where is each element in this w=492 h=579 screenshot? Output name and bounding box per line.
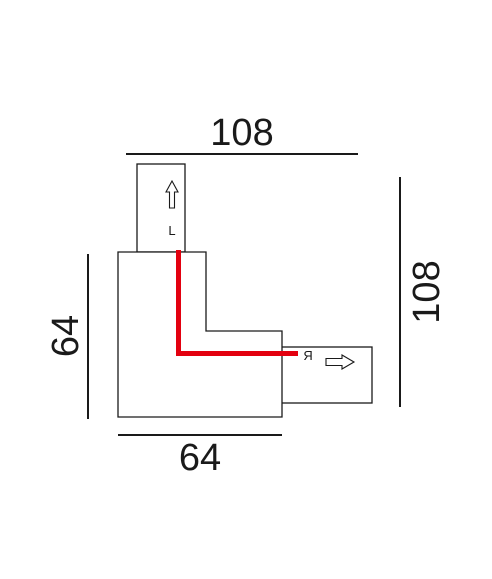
- bottom-dimension-label: 64: [179, 437, 221, 479]
- top-terminal-tab: [136, 163, 186, 253]
- left-terminal-label: L: [168, 223, 175, 238]
- arrow-up-icon: [165, 179, 179, 209]
- right-terminal-label: R: [303, 348, 312, 363]
- connector-body: [117, 251, 283, 418]
- right-dimension-label: 108: [406, 260, 448, 323]
- top-dimension-label: 108: [210, 112, 273, 154]
- arrow-right-icon: [325, 354, 356, 370]
- right-terminal-tab: [279, 346, 373, 404]
- left-dimension-label: 64: [45, 315, 87, 357]
- conductor-path: [176, 250, 298, 356]
